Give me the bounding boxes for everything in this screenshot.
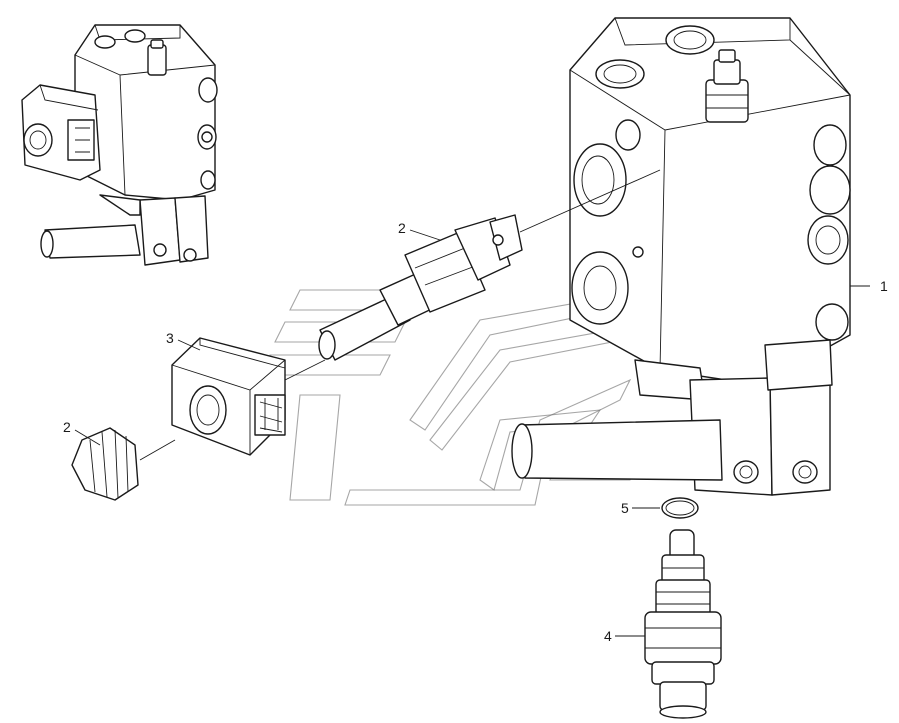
pressure-valve-item-4 [644, 529, 722, 719]
o-ring-item-5 [661, 497, 699, 519]
valve-block-item-1 [511, 17, 851, 496]
cartridge-valve-item-2 [318, 169, 661, 361]
callout-3: 3 [166, 330, 174, 346]
callout-2-nut: 2 [63, 419, 71, 435]
knurled-nut-item-2 [71, 427, 176, 501]
solenoid-coil-item-3 [171, 337, 326, 456]
assembly-thumbnail [21, 24, 218, 266]
callouts: 1 2 2 3 4 5 [63, 220, 888, 644]
callout-5: 5 [621, 500, 629, 516]
callout-4: 4 [604, 628, 612, 644]
callout-2-cartridge: 2 [398, 220, 406, 236]
leader-lines [74, 229, 870, 637]
callout-1: 1 [880, 278, 888, 294]
